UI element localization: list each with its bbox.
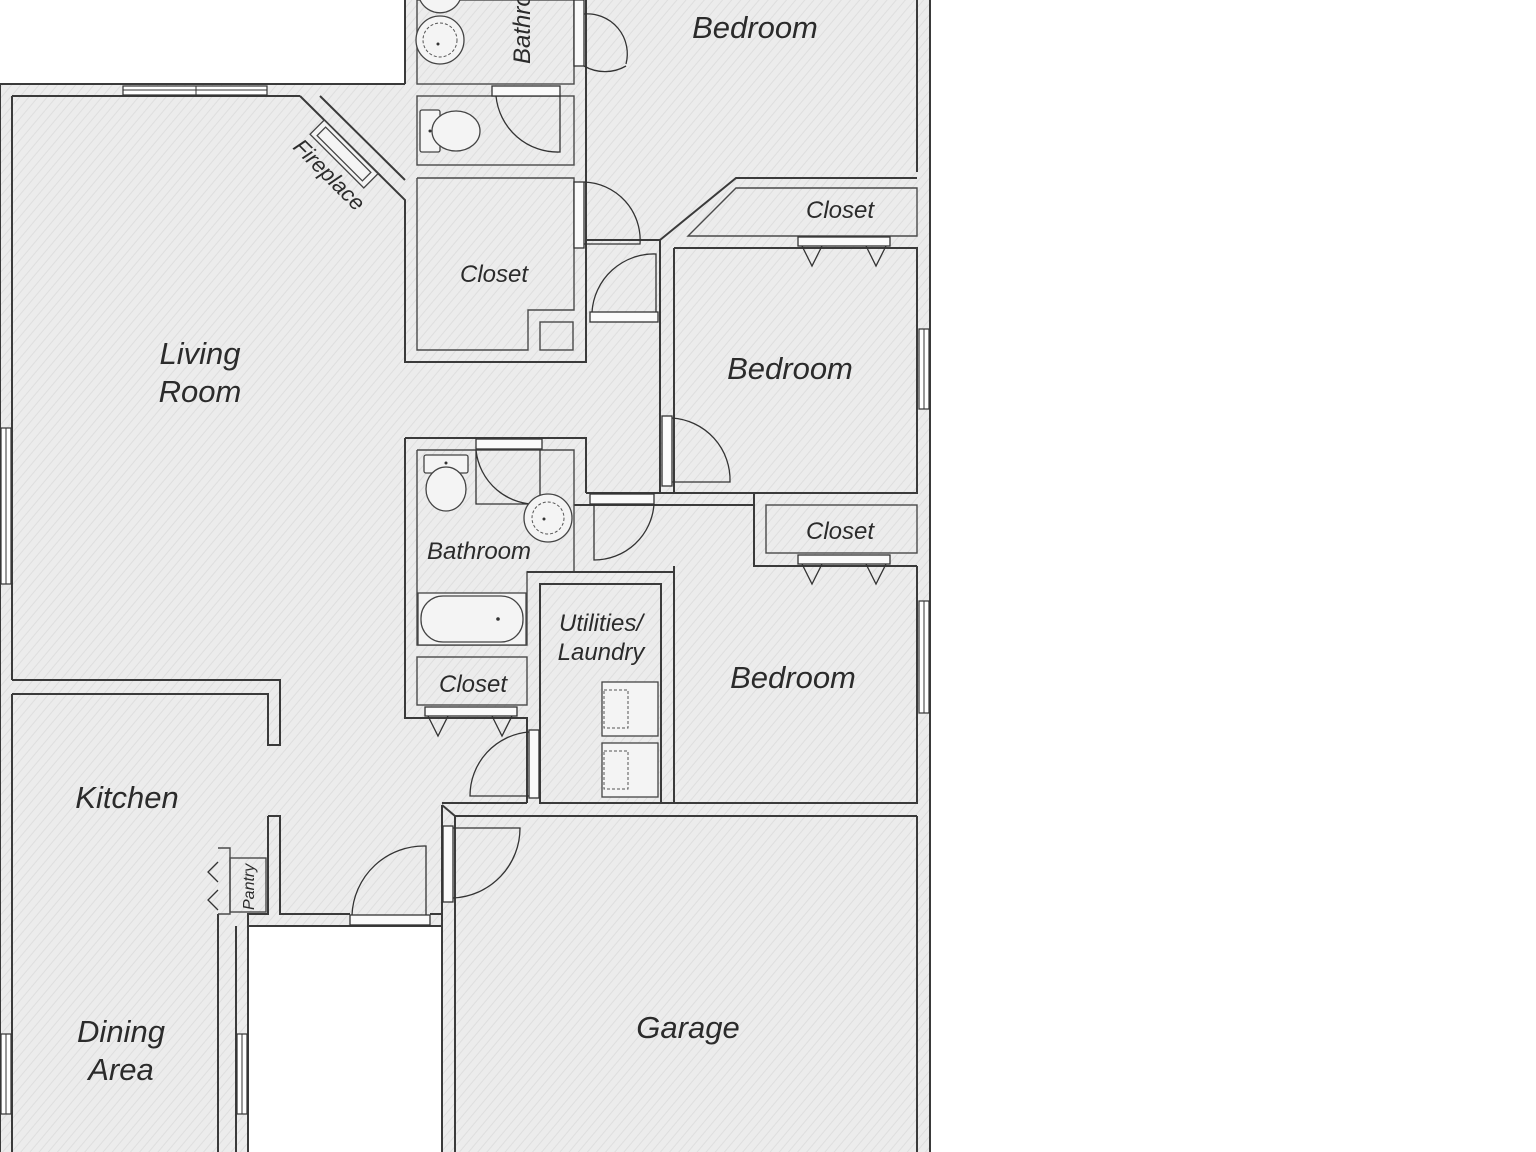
label-closet-upper: Closet: [460, 261, 529, 288]
room-labels: Bedroom Bathro Living Room Fireplace Clo…: [75, 0, 875, 1087]
windows: [0, 85, 930, 1115]
interior-walls: [12, 0, 918, 926]
label-dining-line1: Dining: [77, 1014, 165, 1049]
label-bathroom-top: Bathro: [509, 0, 536, 64]
washer-icon: [601, 681, 659, 737]
door-closet-upper: [573, 181, 585, 249]
door-bedroom-middle: [661, 415, 673, 487]
door-bathroom-top: [491, 85, 561, 97]
label-closet-bedroom-lower: Closet: [806, 518, 875, 545]
label-closet-hall-upper: Closet: [806, 197, 875, 224]
door-hall-upper: [589, 311, 659, 323]
dryer-icon: [601, 742, 659, 798]
label-bedroom-middle: Bedroom: [727, 351, 853, 386]
label-living-room-line1: Living: [160, 336, 241, 371]
sink-icon: [523, 493, 573, 543]
door-utilities: [528, 729, 540, 799]
label-kitchen: Kitchen: [75, 780, 178, 815]
label-living-room-line2: Room: [159, 374, 242, 409]
bifold-closet-bedroom-middle: [797, 236, 891, 268]
bifold-closet-lower: [424, 706, 518, 738]
door-bedroom-lower: [589, 493, 655, 505]
label-pantry: Pantry: [241, 863, 258, 910]
fireplace-icon: [309, 119, 379, 189]
label-bedroom-lower: Bedroom: [730, 660, 856, 695]
label-closet-lower: Closet: [439, 671, 508, 698]
door-entry: [349, 914, 431, 926]
label-garage: Garage: [636, 1010, 739, 1045]
bathtub-icon: [417, 592, 527, 646]
exterior-walls: [0, 0, 931, 1152]
bifold-pantry: [207, 861, 219, 911]
label-utilities-line1: Utilities/: [559, 610, 645, 637]
door-bathroom-middle: [475, 438, 543, 450]
floor-fill: [0, 0, 930, 1152]
sink-icon: [415, 0, 465, 65]
fixtures: [309, 0, 659, 798]
bifold-closet-bedroom-lower: [797, 554, 891, 586]
label-bedroom-top: Bedroom: [692, 10, 818, 45]
door-garage: [442, 825, 454, 903]
label-dining-line2: Area: [86, 1052, 153, 1087]
label-utilities-line2: Laundry: [558, 639, 647, 666]
toilet-icon: [423, 454, 469, 512]
doors: [207, 0, 891, 926]
door-bedroom-top: [573, 0, 585, 67]
toilet-icon: [419, 109, 481, 153]
label-bathroom-middle: Bathroom: [427, 538, 531, 565]
